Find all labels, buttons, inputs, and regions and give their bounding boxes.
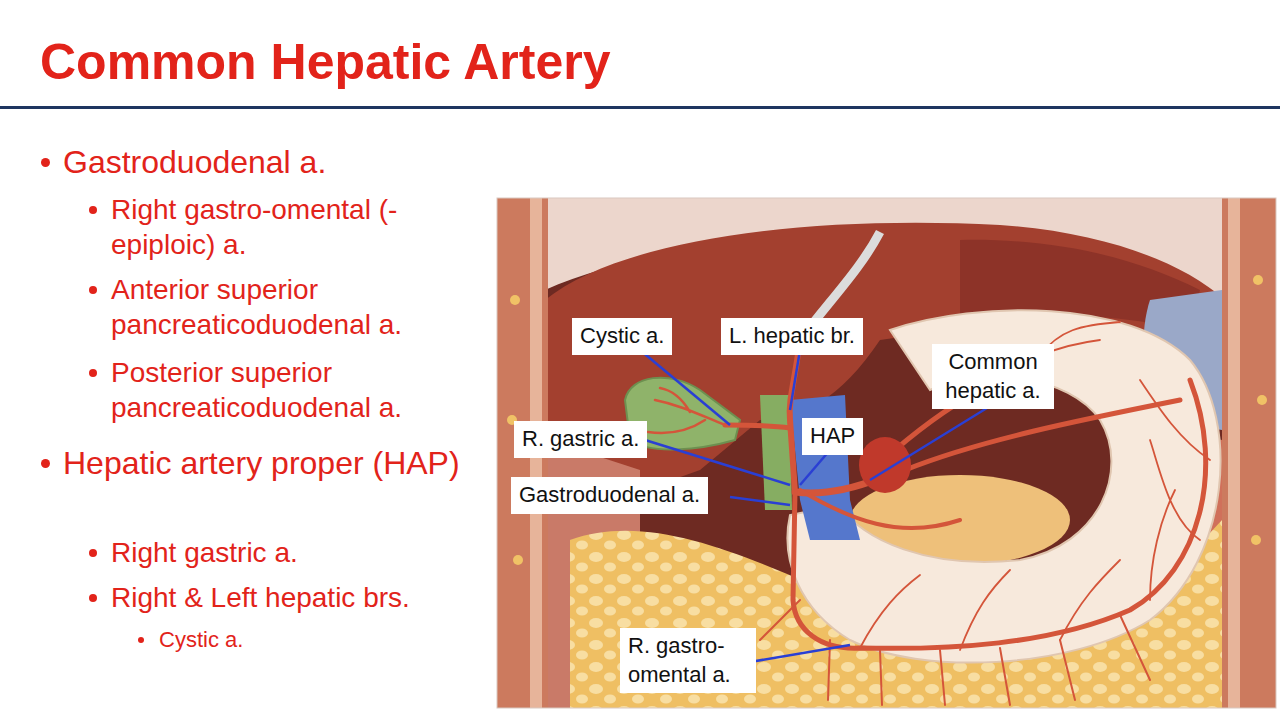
callout-text: R. gastric a.	[522, 425, 639, 454]
portal-vein	[790, 395, 860, 540]
celiac-trunk	[859, 437, 911, 493]
illustration-part	[790, 350, 800, 410]
callout-label: Gastroduodenal a.	[511, 477, 708, 514]
illustration-part	[1251, 535, 1261, 545]
slide-title: Common Hepatic Artery	[40, 32, 610, 92]
callout-label: Common hepatic a.	[932, 344, 1054, 409]
bullet-text: Anterior superior pancreaticoduodenal a.	[111, 272, 481, 342]
callout-label: Cystic a.	[572, 318, 672, 355]
wall-fat	[507, 275, 1267, 565]
panel-border	[497, 198, 1276, 708]
callout-label: HAP	[802, 418, 863, 455]
bullet-dot	[138, 637, 144, 643]
illustration-part	[750, 645, 850, 662]
abdomen-panel	[497, 198, 1276, 708]
bullet-dot	[89, 286, 97, 294]
illustration-part	[497, 198, 1276, 708]
callout-label: R. gastric a.	[514, 421, 647, 458]
illustration-part	[870, 400, 1000, 480]
callout-text: L. hepatic br.	[729, 322, 855, 351]
bullet-dot	[41, 459, 50, 468]
callout-text: Gastroduodenal a.	[519, 481, 700, 510]
illustration-part	[725, 425, 790, 428]
illustration-part	[730, 497, 790, 505]
bullet-text: Cystic a.	[159, 626, 459, 654]
illustration-part	[800, 450, 830, 485]
illustration-part	[790, 340, 800, 492]
illustration-part	[793, 380, 1206, 648]
callout-text: R. gastro- omental a.	[628, 632, 748, 689]
bullet-dot	[89, 369, 97, 377]
bullet-dot	[89, 206, 97, 214]
illustration-part	[760, 600, 1150, 705]
illustration-part	[800, 490, 960, 528]
illustration-part	[1253, 275, 1263, 285]
illustration-part	[1257, 395, 1267, 405]
bullet-text: Posterior superior pancreaticoduodenal a…	[111, 355, 481, 425]
abdominal-wall	[1222, 198, 1276, 708]
bullet-text: Right gastric a.	[111, 535, 481, 570]
bullet-text: Right gastro-omental (-epiploic) a.	[111, 192, 481, 262]
abdominal-wall	[1228, 198, 1240, 708]
bullet-text: Gastroduodenal a.	[63, 142, 463, 182]
title-rule	[0, 106, 1280, 109]
bullet-dot	[89, 594, 97, 602]
callout-label: R. gastro- omental a.	[620, 628, 756, 693]
illustration-part	[510, 295, 520, 305]
bullet-text: Hepatic artery proper (HAP)	[63, 443, 463, 483]
illustration-part	[860, 380, 1210, 650]
callout-text: Cystic a.	[580, 322, 664, 351]
bullet-dot	[41, 158, 50, 167]
bullet-dot	[89, 549, 97, 557]
stomach	[788, 310, 1221, 662]
callout-text: Common hepatic a.	[940, 348, 1046, 405]
bullet-text: Right & Left hepatic brs.	[111, 580, 481, 615]
illustration-part	[905, 400, 1180, 470]
callout-label: L. hepatic br.	[721, 318, 863, 355]
illustration-part	[513, 555, 523, 565]
illustration-part	[640, 350, 730, 425]
callout-text: HAP	[810, 422, 855, 451]
